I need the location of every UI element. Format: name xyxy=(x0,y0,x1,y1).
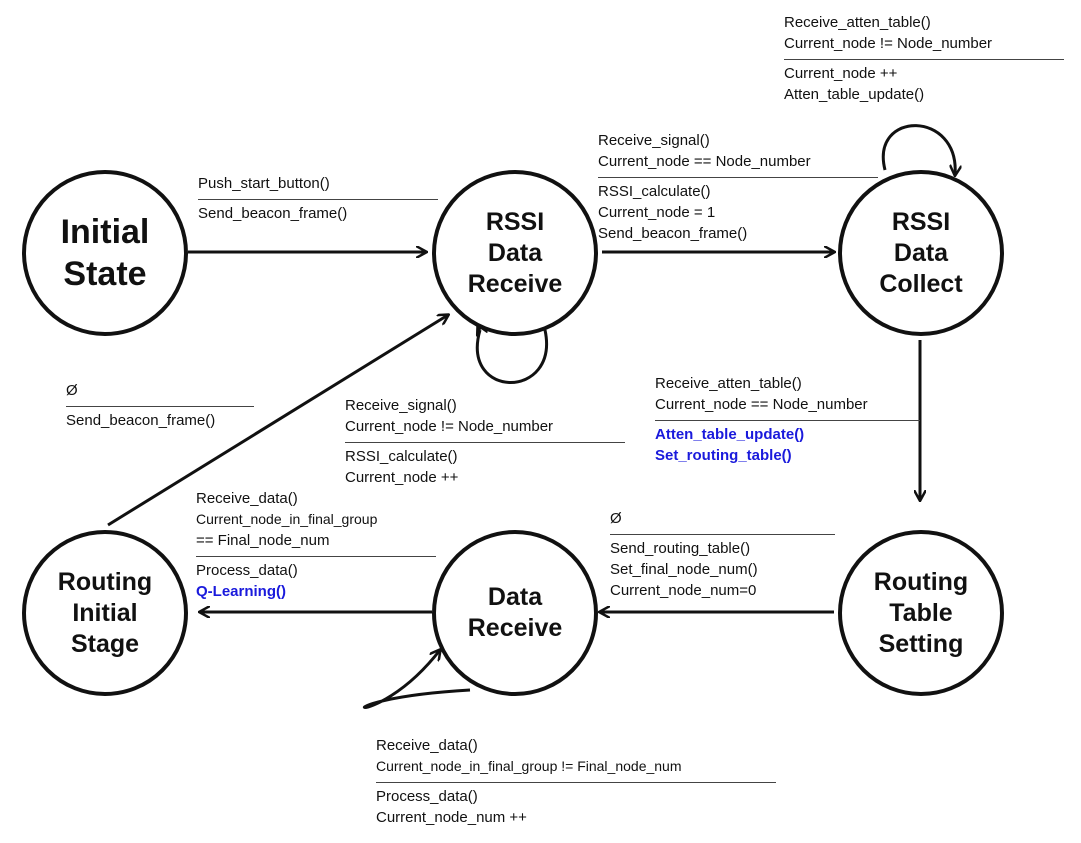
state-data-receive[interactable]: Data Receive xyxy=(432,530,598,696)
divider xyxy=(198,199,438,200)
state-rssi-data-receive[interactable]: RSSI Data Receive xyxy=(432,170,598,336)
arrow-routing-initial-to-rssi-receive xyxy=(107,315,448,527)
divider xyxy=(345,442,625,443)
state-initial[interactable]: Initial State xyxy=(22,170,188,336)
state-routing-table-setting[interactable]: Routing Table Setting xyxy=(838,530,1004,696)
divider xyxy=(376,782,776,783)
label-final-group: Receive_data() Current_node_in_final_gro… xyxy=(196,488,436,602)
label-collect-loop: Receive_atten_table() Current_node != No… xyxy=(784,12,1064,105)
label-start: Push_start_button() Send_beacon_frame() xyxy=(198,173,438,224)
label-routing-initial: Ø Send_beacon_frame() xyxy=(66,380,254,431)
divider xyxy=(196,556,436,557)
divider xyxy=(784,59,1064,60)
self-loop-data-receive xyxy=(362,650,471,709)
label-rssi-done: Receive_signal() Current_node == Node_nu… xyxy=(598,130,878,244)
label-data-receive-loop: Receive_data() Current_node_in_final_gro… xyxy=(376,735,776,828)
label-routing-setting: Ø Send_routing_table() Set_final_node_nu… xyxy=(610,508,835,601)
divider xyxy=(655,420,920,421)
self-loop-rssi-collect xyxy=(881,124,955,175)
self-loop-rssi-receive xyxy=(476,329,549,384)
state-rssi-data-collect[interactable]: RSSI Data Collect xyxy=(838,170,1004,336)
divider xyxy=(66,406,254,407)
state-routing-initial-stage[interactable]: Routing Initial Stage xyxy=(22,530,188,696)
divider xyxy=(610,534,835,535)
label-receive-loop: Receive_signal() Current_node != Node_nu… xyxy=(345,395,625,488)
divider xyxy=(598,177,878,178)
label-collect-done: Receive_atten_table() Current_node == No… xyxy=(655,373,920,466)
